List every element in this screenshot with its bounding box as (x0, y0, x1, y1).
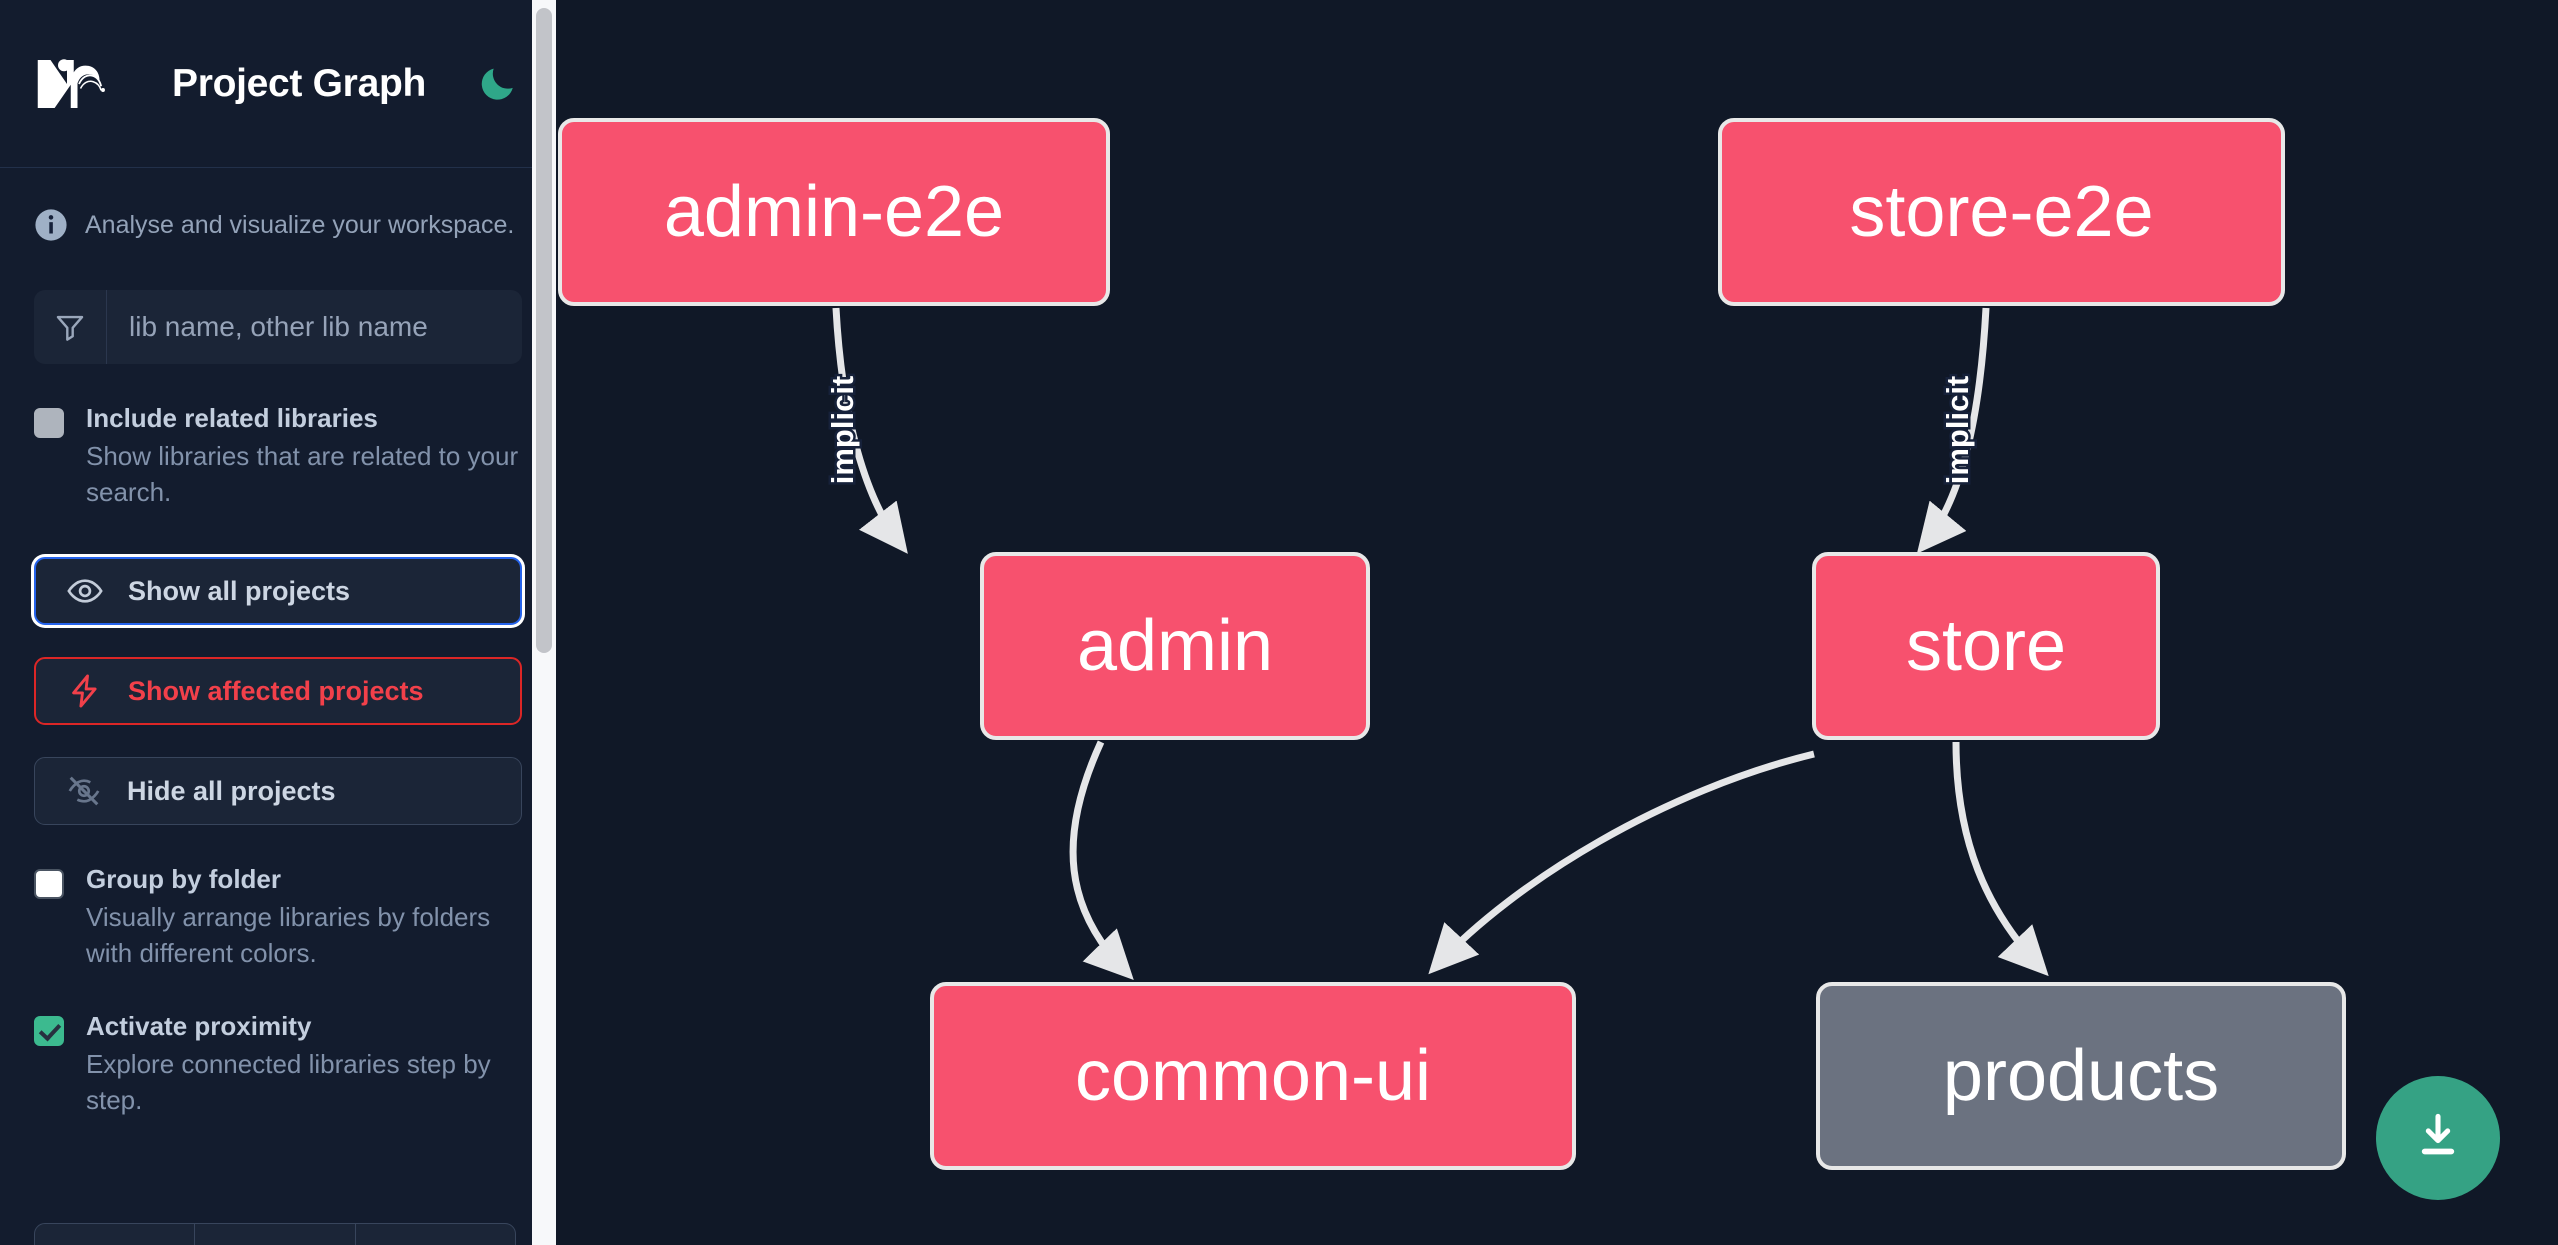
option-activate-proximity[interactable]: Activate proximity Explore connected lib… (0, 1010, 556, 1119)
sidebar-header: Project Graph (0, 0, 556, 168)
edge-store-e2e-store (1916, 307, 1990, 554)
button-label: Hide all projects (127, 775, 336, 806)
segment-1[interactable] (35, 1224, 196, 1245)
segment-3[interactable] (356, 1224, 515, 1245)
info-icon (34, 208, 68, 242)
visibility-button-group: Show all projects Show affected projects… (0, 557, 556, 826)
show-all-projects-button[interactable]: Show all projects (34, 557, 522, 626)
option-label: Group by folder (86, 864, 281, 895)
eye-off-icon (65, 772, 103, 810)
svg-text:implicit: implicit (1940, 376, 1975, 485)
node-label: common-ui (1074, 1036, 1432, 1116)
edge-admin-e2e-admin (832, 307, 908, 554)
checkbox-group-by-folder[interactable] (34, 869, 64, 900)
svg-text:implicit: implicit (825, 376, 860, 485)
search-input[interactable] (107, 290, 522, 364)
show-affected-projects-button[interactable]: Show affected projects (34, 657, 522, 726)
project-graph-canvas[interactable]: implicit implicit admin-e2e store-e2e ad… (556, 0, 2558, 1245)
node-label: store (1905, 606, 2067, 686)
graph-node-products[interactable]: products (1816, 982, 2346, 1170)
graph-node-admin-e2e[interactable]: admin-e2e (558, 118, 1110, 306)
bolt-icon (66, 672, 104, 710)
hide-all-projects-button[interactable]: Hide all projects (34, 757, 522, 826)
nx-logo-icon (34, 54, 124, 114)
node-label: products (1942, 1036, 2220, 1116)
edge-store-products (1952, 741, 2049, 977)
edge-admin-common-ui (1069, 740, 1134, 981)
edge-label-store-e2e-store: implicit (1938, 373, 1978, 487)
page-title: Project Graph (172, 61, 426, 105)
search-bar[interactable] (34, 290, 522, 364)
eye-icon (66, 572, 104, 610)
download-icon (2409, 1108, 2467, 1169)
option-description: Explore connected libraries step by step… (86, 1049, 491, 1116)
tagline-text: Analyse and visualize your workspace. (85, 210, 515, 239)
graph-node-common-ui[interactable]: common-ui (930, 982, 1576, 1170)
node-label: admin-e2e (663, 172, 1005, 252)
option-description: Show libraries that are related to your … (86, 441, 519, 508)
moon-icon[interactable] (476, 63, 518, 105)
option-description: Visually arrange libraries by folders wi… (86, 902, 491, 969)
download-graph-button[interactable] (2376, 1076, 2500, 1200)
edge-store-common-ui (1428, 750, 1815, 975)
node-label: store-e2e (1849, 172, 2154, 252)
segmented-control[interactable] (34, 1223, 516, 1245)
option-label: Include related libraries (86, 403, 378, 433)
tagline-row: Analyse and visualize your workspace. (0, 168, 556, 242)
button-label: Show all projects (128, 575, 351, 606)
checkbox-activate-proximity[interactable] (34, 1016, 64, 1047)
button-label: Show affected projects (128, 675, 424, 706)
segment-2[interactable] (195, 1224, 356, 1245)
option-include-related-libraries[interactable]: Include related libraries Show libraries… (0, 402, 556, 511)
edge-label-admin-e2e-admin: implicit (823, 373, 863, 487)
option-label: Activate proximity (86, 1011, 312, 1042)
node-label: admin (1076, 606, 1274, 686)
sidebar: Project Graph Analyse and visualize your… (0, 0, 556, 1245)
sidebar-scrollbar[interactable] (532, 0, 556, 1245)
graph-edge-layer: implicit implicit (823, 307, 2049, 981)
option-group-by-folder[interactable]: Group by folder Visually arrange librari… (0, 863, 556, 972)
checkbox-include-related-libraries[interactable] (34, 408, 64, 438)
graph-node-admin[interactable]: admin (980, 552, 1370, 740)
filter-icon (34, 290, 107, 364)
graph-node-store[interactable]: store (1812, 552, 2160, 740)
graph-node-store-e2e[interactable]: store-e2e (1718, 118, 2285, 306)
sidebar-scrollbar-thumb[interactable] (536, 8, 552, 653)
